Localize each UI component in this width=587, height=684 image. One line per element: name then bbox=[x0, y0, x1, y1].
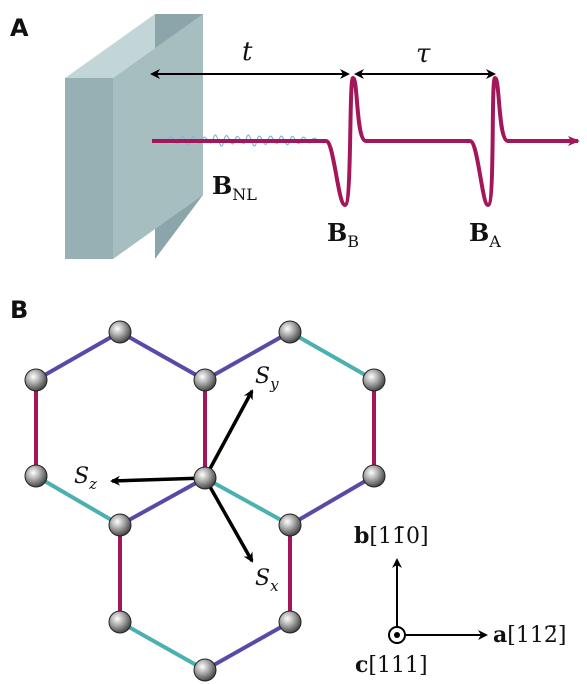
atom bbox=[362, 464, 386, 488]
sy-arrow bbox=[203, 389, 254, 479]
atom bbox=[24, 368, 48, 392]
sy-label: Sy bbox=[255, 364, 279, 393]
bond-x bbox=[203, 330, 292, 382]
sz-arrow bbox=[110, 475, 206, 486]
atoms bbox=[24, 320, 386, 682]
atom bbox=[108, 320, 132, 344]
crystal-axes bbox=[388, 558, 488, 644]
atom bbox=[362, 368, 386, 392]
bond-x bbox=[34, 330, 122, 382]
atom-center bbox=[193, 466, 217, 490]
panel-b-letter: B bbox=[10, 296, 28, 324]
slab-edge bbox=[65, 78, 113, 259]
sz-label: Sz bbox=[74, 464, 97, 493]
bond-x bbox=[288, 474, 376, 527]
b-a-label: BA bbox=[469, 218, 501, 251]
atom bbox=[24, 464, 48, 488]
sx-arrow bbox=[203, 477, 254, 563]
bond-y bbox=[34, 474, 122, 527]
panel-a-letter: A bbox=[10, 14, 29, 42]
b-b-label: BB bbox=[327, 218, 359, 251]
atom bbox=[278, 320, 302, 344]
t-label: t bbox=[242, 37, 253, 67]
bond-x bbox=[203, 620, 292, 672]
atom bbox=[193, 658, 217, 682]
bond-x bbox=[118, 330, 207, 382]
sx-label: Sx bbox=[255, 566, 279, 595]
bond-y bbox=[288, 330, 376, 382]
atom bbox=[193, 368, 217, 392]
bond-y bbox=[118, 620, 207, 672]
atom bbox=[278, 513, 302, 537]
atom bbox=[108, 610, 132, 634]
b-nl-label: BNL bbox=[212, 171, 257, 204]
bond-y bbox=[203, 476, 292, 527]
atom bbox=[108, 513, 132, 537]
tau-label: τ bbox=[416, 39, 431, 69]
a-axis-label: a[112̄] bbox=[493, 622, 566, 648]
c-axis-label: c[111] bbox=[355, 652, 428, 678]
atom bbox=[278, 610, 302, 634]
c-axis-dot-icon bbox=[394, 632, 400, 638]
b-axis-label: b[11̄0] bbox=[354, 523, 429, 549]
spin-axes bbox=[110, 389, 254, 563]
bond-x bbox=[118, 476, 207, 527]
honeycomb-bonds bbox=[34, 330, 376, 672]
